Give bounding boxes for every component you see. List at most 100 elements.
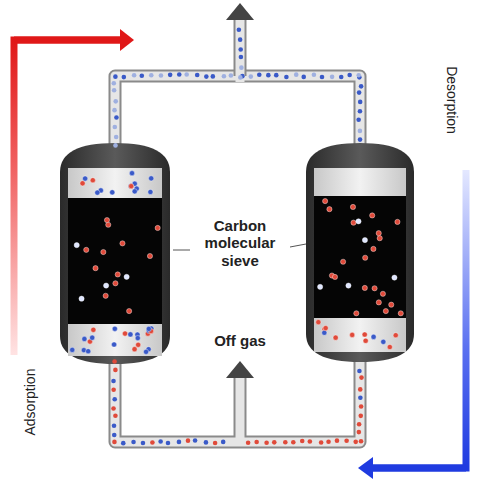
molecule [121,441,126,446]
molecule [79,296,84,301]
leader-line [290,244,306,247]
molecule [358,109,363,114]
molecule [91,327,96,332]
molecule [392,275,397,280]
molecule [254,440,259,445]
molecule [90,335,95,340]
molecule [363,255,368,260]
molecule [124,274,129,279]
molecule [398,311,403,316]
molecule [237,27,242,32]
offgas-arrowhead [226,361,254,378]
process-label: Adsorption [22,342,38,462]
molecule [301,75,306,80]
molecule [222,74,227,79]
molecule [238,37,243,42]
molecule [159,73,164,78]
molecule [344,438,349,443]
molecule [113,368,118,373]
molecule [166,441,171,446]
molecule [112,81,117,86]
molecule [111,406,116,411]
molecule [239,65,244,70]
molecule [323,325,328,330]
molecule [249,74,254,79]
molecule [147,253,152,258]
molecule [150,440,155,445]
molecule [146,326,151,331]
molecule [356,219,361,224]
molecule [323,198,328,203]
molecule [359,404,364,409]
molecule [357,430,362,435]
molecule [86,349,91,354]
molecule [149,176,154,181]
molecule [132,347,137,352]
adsorber-right [306,143,414,362]
molecule [389,302,394,307]
molecule [148,189,153,194]
molecule [362,332,367,337]
molecule [358,129,363,134]
molecule [376,300,381,305]
molecule [115,272,120,277]
molecule [283,440,288,445]
molecule [377,236,382,241]
molecule [177,72,182,77]
molecule [128,183,133,188]
molecule [335,438,340,443]
molecule [239,55,244,60]
desorption-arrowhead [358,457,373,479]
molecule [104,218,109,223]
molecule [149,73,154,78]
molecule [101,249,106,254]
leader-line [173,250,190,251]
molecule [128,332,133,337]
molecule [272,440,277,445]
molecule [112,88,117,93]
molecule [204,440,209,445]
molecule [266,73,271,78]
molecule [168,73,173,78]
molecule [330,75,335,80]
molecule [113,74,118,79]
molecule [371,334,376,339]
molecule [341,259,346,264]
molecule [356,117,361,122]
molecule [113,99,118,104]
molecule [353,440,358,445]
molecule [112,108,117,113]
molecule [358,387,363,392]
molecule [135,335,140,340]
molecule [103,293,108,298]
molecule [357,422,362,427]
molecule [112,397,117,402]
molecule [357,369,362,374]
molecule [113,413,118,418]
molecule [358,395,363,400]
molecule [136,342,141,347]
molecule [155,225,160,230]
molecule [90,178,95,183]
molecule [114,135,119,140]
molecule [84,247,89,252]
molecule [177,440,182,445]
molecule [122,75,127,80]
molecule [358,414,363,419]
molecule [381,339,386,344]
molecule [158,439,163,444]
molecule [358,137,363,142]
molecule [371,246,376,251]
molecule [83,176,88,181]
molecule [112,326,117,331]
molecule [186,438,191,443]
molecule [359,439,364,444]
molecule [320,75,325,80]
molecule [370,213,375,218]
molecule [195,73,200,78]
molecule [143,349,148,354]
molecule [318,284,323,289]
molecule [383,308,388,313]
